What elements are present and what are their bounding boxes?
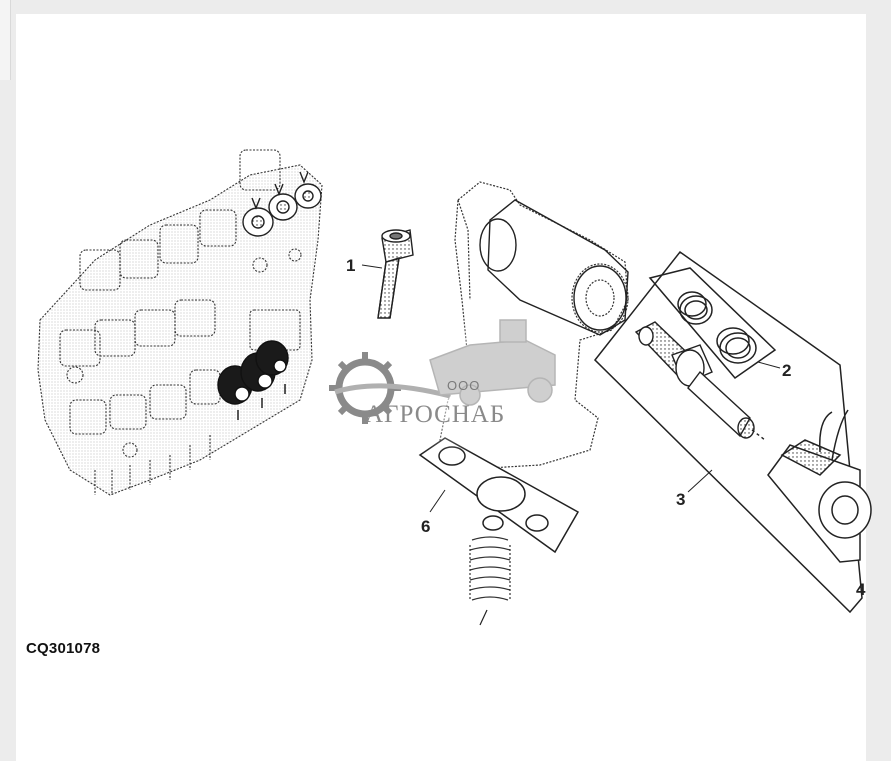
figure-id-label: CQ301078 <box>26 640 101 657</box>
cap-screw-part <box>377 229 414 319</box>
housing-cylinder <box>479 199 629 336</box>
watermark: ООО АГРОСНАБ <box>305 315 585 455</box>
combine-harvester-icon <box>429 319 556 406</box>
svg-text:3: 3 <box>676 490 685 509</box>
lower-solenoid-group <box>217 340 289 420</box>
left-edge-strip <box>0 0 11 80</box>
callout-1: 1 <box>346 256 383 275</box>
upper-solenoid-group <box>242 171 322 237</box>
svg-text:ООО: ООО <box>447 378 480 393</box>
gasket-plate <box>418 437 580 554</box>
callout-3: 3 <box>676 469 713 509</box>
control-valve-block <box>37 149 323 496</box>
callout-4: 4 <box>856 580 866 599</box>
svg-text:1: 1 <box>346 256 355 275</box>
svg-text:4: 4 <box>856 580 866 599</box>
svg-text:АГРОСНАБ: АГРОСНАБ <box>365 401 505 428</box>
svg-text:6: 6 <box>421 517 430 536</box>
o-ring-kit-box <box>648 267 777 380</box>
svg-text:2: 2 <box>782 361 791 380</box>
callout-2: 2 <box>757 361 791 380</box>
valve-cartridge <box>634 321 766 441</box>
valve-housing <box>439 181 629 471</box>
lower-spring <box>469 536 511 626</box>
callout-6: 6 <box>421 489 446 536</box>
solenoid-coil <box>767 409 872 563</box>
